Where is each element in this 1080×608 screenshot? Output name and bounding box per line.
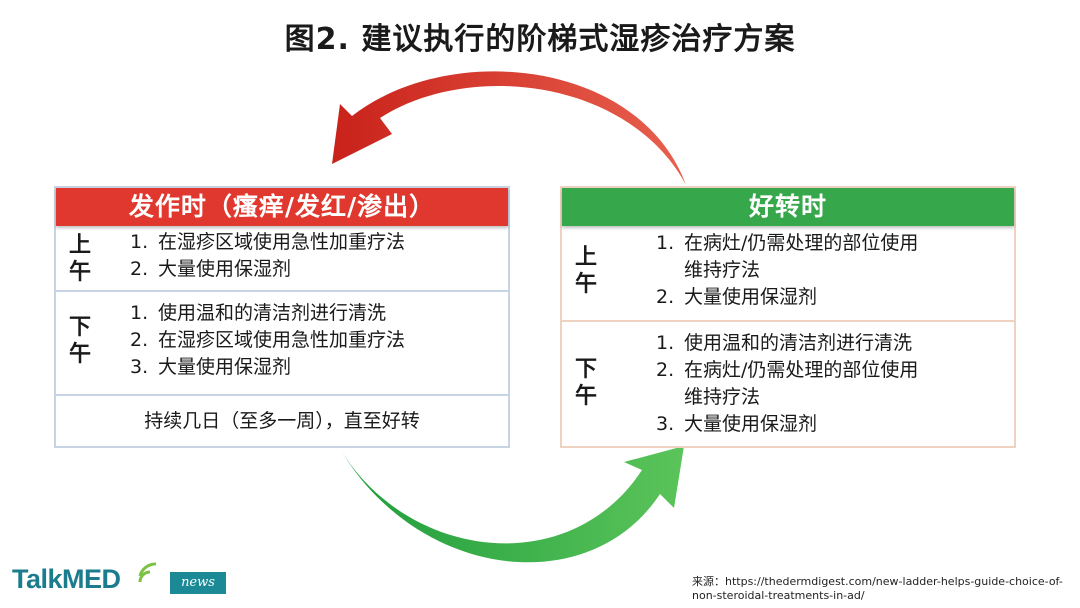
list-item: 1.使用温和的清洁剂进行清洗 [656,332,913,354]
list-item: 3.大量使用保湿剂 [656,413,818,435]
morning-label: 上 午 [574,245,597,297]
list-item: 3.大量使用保湿剂 [130,356,292,378]
page-title: 图2. 建议执行的阶梯式湿疹治疗方案 [284,22,796,57]
list-item: 1.在湿疹区域使用急性加重疗法 [130,231,406,253]
list-item: 维持疗法 [684,386,761,408]
source-link-cont[interactable]: non-steroidal-treatments-in-ad/ [692,589,865,602]
improve-panel: 好转时 上 午 1.在病灶/仍需处理的部位使用 维持疗法 2.大量使用保湿剂 下… [560,186,1016,448]
afternoon-label: 下 午 [68,315,91,367]
list-item: 1.使用温和的清洁剂进行清洗 [130,302,387,324]
source-citation: 来源：https://thedermdigest.com/new-ladder-… [692,575,1072,603]
signal-waves-icon [138,562,157,583]
flare-header: 发作时（瘙痒/发红/渗出） [56,188,508,226]
logo-wordmark: TalkMED [12,564,121,594]
list-item: 2.在湿疹区域使用急性加重疗法 [130,329,406,351]
flare-panel: 发作时（瘙痒/发红/渗出） 上 午 1.在湿疹区域使用急性加重疗法 2.大量使用… [54,186,510,448]
flare-afternoon-list: 1.使用温和的清洁剂进行清洗 2.在湿疹区域使用急性加重疗法 3.大量使用保湿剂 [130,300,405,381]
top-red-arrow [332,71,686,185]
afternoon-label: 下 午 [574,357,597,409]
list-item: 2.在病灶/仍需处理的部位使用 [656,359,919,381]
improve-afternoon-row: 下 午 1.使用温和的清洁剂进行清洗 2.在病灶/仍需处理的部位使用 维持疗法 … [562,320,1014,446]
list-item: 2.大量使用保湿剂 [656,286,818,308]
improve-morning-list: 1.在病灶/仍需处理的部位使用 维持疗法 2.大量使用保湿剂 [656,230,918,311]
morning-label: 上 午 [68,233,91,285]
flare-duration-note: 持续几日（至多一周），直至好转 [56,394,508,446]
improve-header: 好转时 [562,188,1014,226]
flare-morning-list: 1.在湿疹区域使用急性加重疗法 2.大量使用保湿剂 [130,229,405,283]
flare-afternoon-row: 下 午 1.使用温和的清洁剂进行清洗 2.在湿疹区域使用急性加重疗法 3.大量使… [56,290,508,394]
list-item: 维持疗法 [684,259,761,281]
improve-afternoon-list: 1.使用温和的清洁剂进行清洗 2.在病灶/仍需处理的部位使用 维持疗法 3.大量… [656,330,918,438]
news-badge: news [170,572,226,594]
improve-morning-row: 上 午 1.在病灶/仍需处理的部位使用 维持疗法 2.大量使用保湿剂 [562,226,1014,320]
flare-morning-row: 上 午 1.在湿疹区域使用急性加重疗法 2.大量使用保湿剂 [56,226,508,290]
bottom-green-arrow [342,446,684,563]
list-item: 1.在病灶/仍需处理的部位使用 [656,232,919,254]
source-link[interactable]: https://thedermdigest.com/new-ladder-hel… [725,575,1063,588]
list-item: 2.大量使用保湿剂 [130,258,292,280]
